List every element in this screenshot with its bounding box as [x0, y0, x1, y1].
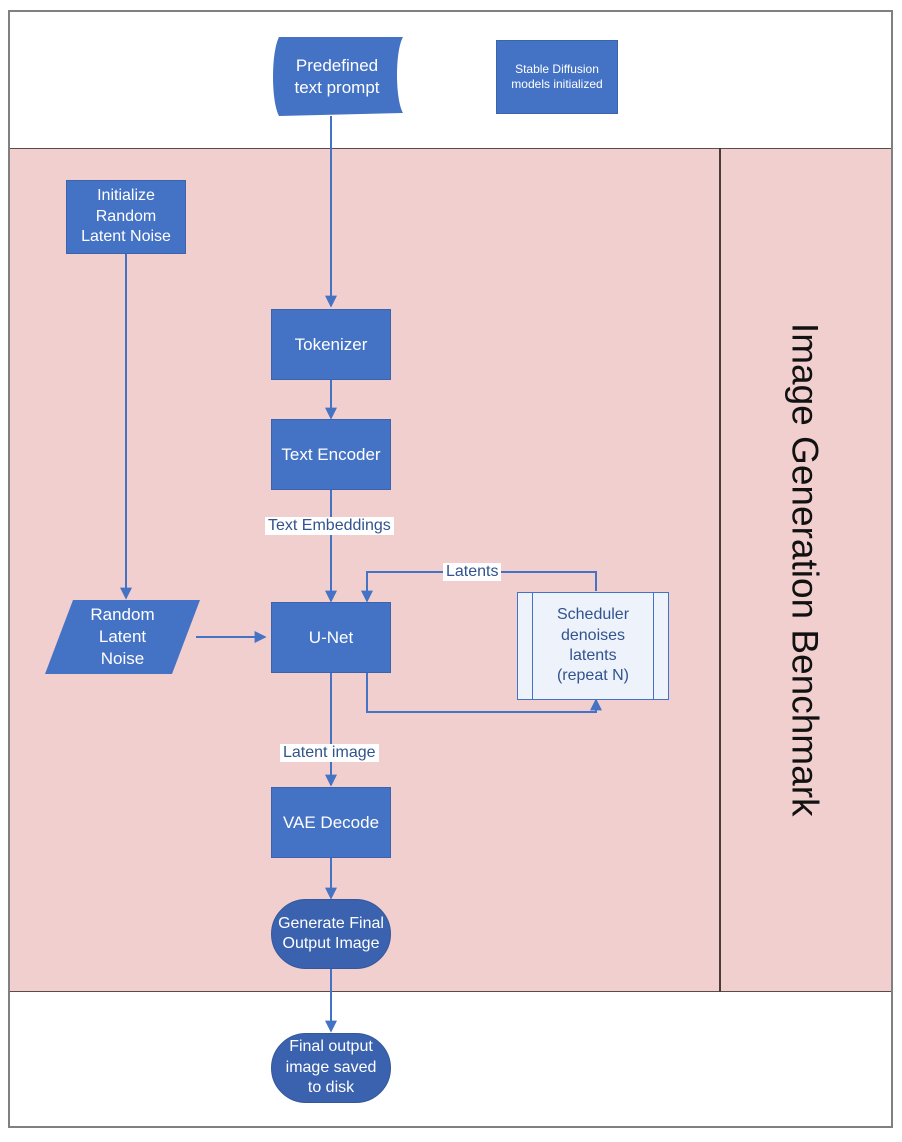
node-label: Predefined text prompt [294, 55, 380, 97]
diagram-outer-frame [8, 10, 893, 1128]
node-label: Scheduler denoises latents (repeat N) [556, 606, 630, 685]
node-label: Stable Diffusion models initialized [511, 61, 603, 91]
edge-label-latent-image: Latent image [280, 744, 379, 762]
node-label: Tokenizer [294, 334, 368, 354]
node-label: U-Net [308, 627, 354, 647]
node-tokenizer[interactable]: Tokenizer [271, 309, 391, 380]
node-label: Random Latent Noise [90, 605, 155, 668]
edge-label-latents: Latents [443, 563, 502, 581]
node-initialize-random-latent-noise[interactable]: Initialize Random Latent Noise [66, 180, 186, 254]
node-vae-decode[interactable]: VAE Decode [271, 787, 391, 858]
node-models-initialized[interactable]: Stable Diffusion models initialized [496, 40, 618, 114]
edge-label-text-embeddings: Text Embeddings [265, 517, 394, 535]
node-label: Text Encoder [281, 444, 381, 464]
node-label: Generate Final Output Image [278, 914, 384, 952]
node-label: Initialize Random Latent Noise [81, 187, 171, 246]
document-shape [273, 37, 403, 116]
node-random-latent-noise[interactable]: Random Latent Noise [45, 600, 200, 674]
node-predefined-text-prompt[interactable]: Predefined text prompt [271, 37, 403, 116]
node-label: VAE Decode [282, 812, 380, 832]
node-final-output-saved[interactable]: Final output image saved to disk [271, 1033, 391, 1103]
node-generate-final-output-image[interactable]: Generate Final Output Image [271, 899, 391, 969]
parallelogram-shape [45, 600, 200, 674]
lane-divider [719, 148, 721, 992]
node-unet[interactable]: U-Net [271, 602, 391, 673]
node-scheduler[interactable]: Scheduler denoises latents (repeat N) [517, 592, 669, 700]
node-text-encoder[interactable]: Text Encoder [271, 419, 391, 490]
node-label: Final output image saved to disk [285, 1038, 377, 1097]
